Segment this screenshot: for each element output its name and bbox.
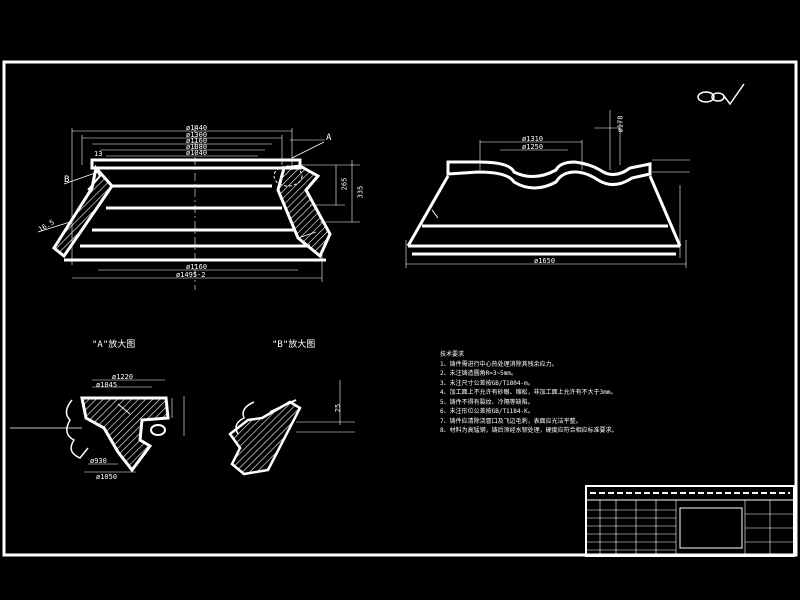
dim-h335: 335	[356, 185, 365, 199]
note-item: 1、铸件需进行中心热处理消除其残余应力。	[440, 360, 558, 368]
dim-d1160: ø1160	[186, 137, 208, 145]
dim-d1160b: ø1160	[186, 263, 208, 271]
dim-d1250: ø1250	[522, 143, 544, 151]
dim-d1650: ø1650	[534, 257, 556, 265]
detail-a-view	[10, 379, 185, 473]
dim-r2: 13	[94, 150, 103, 158]
dim-d1310: ø1310	[522, 135, 544, 143]
dim-d1040: ø1040	[186, 149, 208, 157]
notes-heading: 技术要求	[440, 351, 465, 358]
note-item: 6、未注形位公差按GB/T1184-K。	[440, 408, 534, 415]
detail-b-view	[228, 380, 355, 476]
dim-d1300: ø1300	[186, 131, 208, 139]
dim-d1495: ø1495-2	[176, 271, 206, 279]
view-label-b: B	[64, 175, 70, 185]
note-item: 4、加工面上不允许有砂眼、缩松，非加工面上允许有不大于3mm。	[440, 389, 617, 396]
outline-view-right	[405, 110, 690, 268]
technical-notes: 技术要求 1、铸件需进行中心热处理消除其残余应力。 2、未注铸造圆角R=3~5m…	[440, 350, 700, 436]
dim-d1080: ø1080	[186, 143, 208, 151]
title-block	[585, 485, 795, 557]
detail-a-title: "A"放大图	[92, 340, 136, 350]
note-item: 7、铸件应清除浇冒口及飞边毛刺，表面应光洁平整。	[440, 417, 582, 425]
dim-h25: 25	[334, 403, 343, 413]
roughness-symbol	[697, 83, 745, 106]
note-item: 3、未注尺寸公差按GB/T1804-m。	[440, 379, 534, 387]
dim-d930: ø930	[90, 457, 107, 465]
section-view-left	[37, 125, 360, 290]
dim-d178: ø178	[616, 115, 625, 133]
dim-d1220: ø1220	[112, 373, 134, 381]
dim-h265: 265	[340, 177, 349, 191]
detail-b-title: "B"放大图	[272, 340, 316, 350]
dim-d1440: ø1440	[186, 124, 208, 132]
sheet-border	[2, 60, 798, 557]
note-item: 5、铸件不得有裂纹、冷隔等缺陷。	[440, 398, 534, 406]
dim-d1045: ø1045	[96, 381, 118, 389]
dim-d1050: ø1050	[96, 473, 118, 481]
note-item: 8、材料为高锰钢，铸后须经水韧处理，硬度应符合相应标准要求。	[440, 427, 618, 434]
note-item: 2、未注铸造圆角R=3~5mm。	[440, 370, 517, 377]
view-label-a: A	[326, 133, 332, 143]
